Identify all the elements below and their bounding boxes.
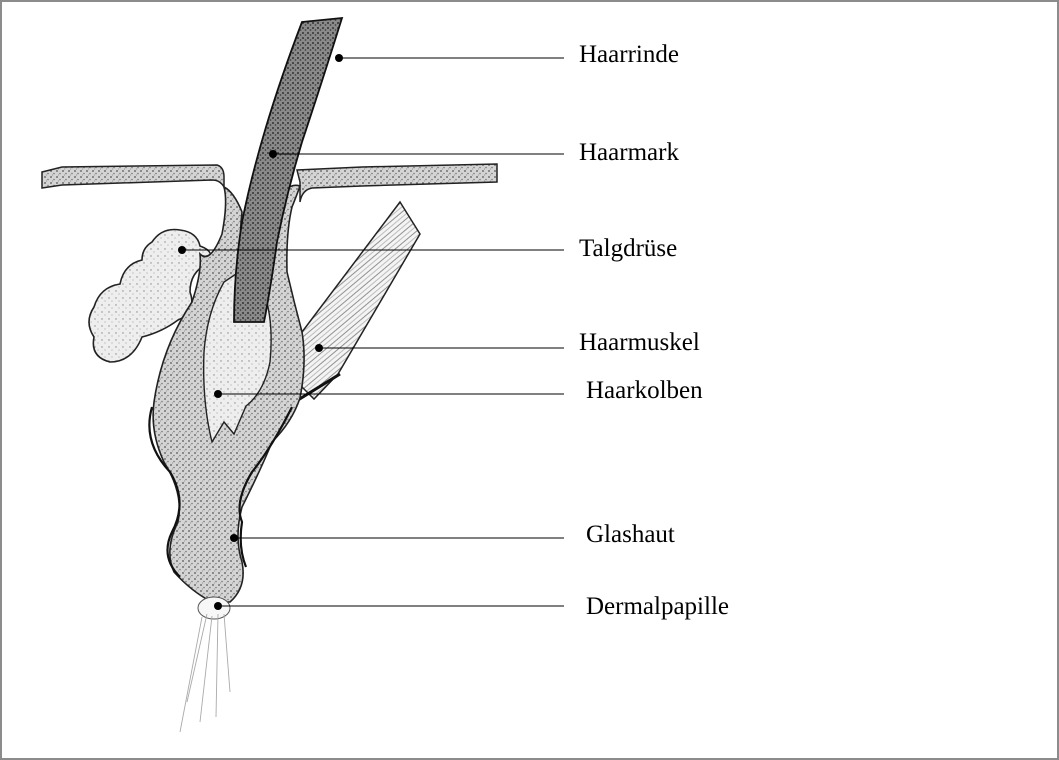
label-haarmark: Haarmark (579, 140, 679, 165)
label-haarmuskel: Haarmuskel (579, 330, 700, 355)
label-dermalpapille: Dermalpapille (586, 594, 729, 619)
label-haarkolben: Haarkolben (586, 378, 703, 403)
papilla-shape (180, 597, 230, 732)
muscle-shape (298, 202, 420, 400)
label-glashaut: Glashaut (586, 522, 675, 547)
label-talgdruese: Talgdrüse (579, 236, 677, 261)
label-haarrinde: Haarrinde (579, 42, 679, 67)
